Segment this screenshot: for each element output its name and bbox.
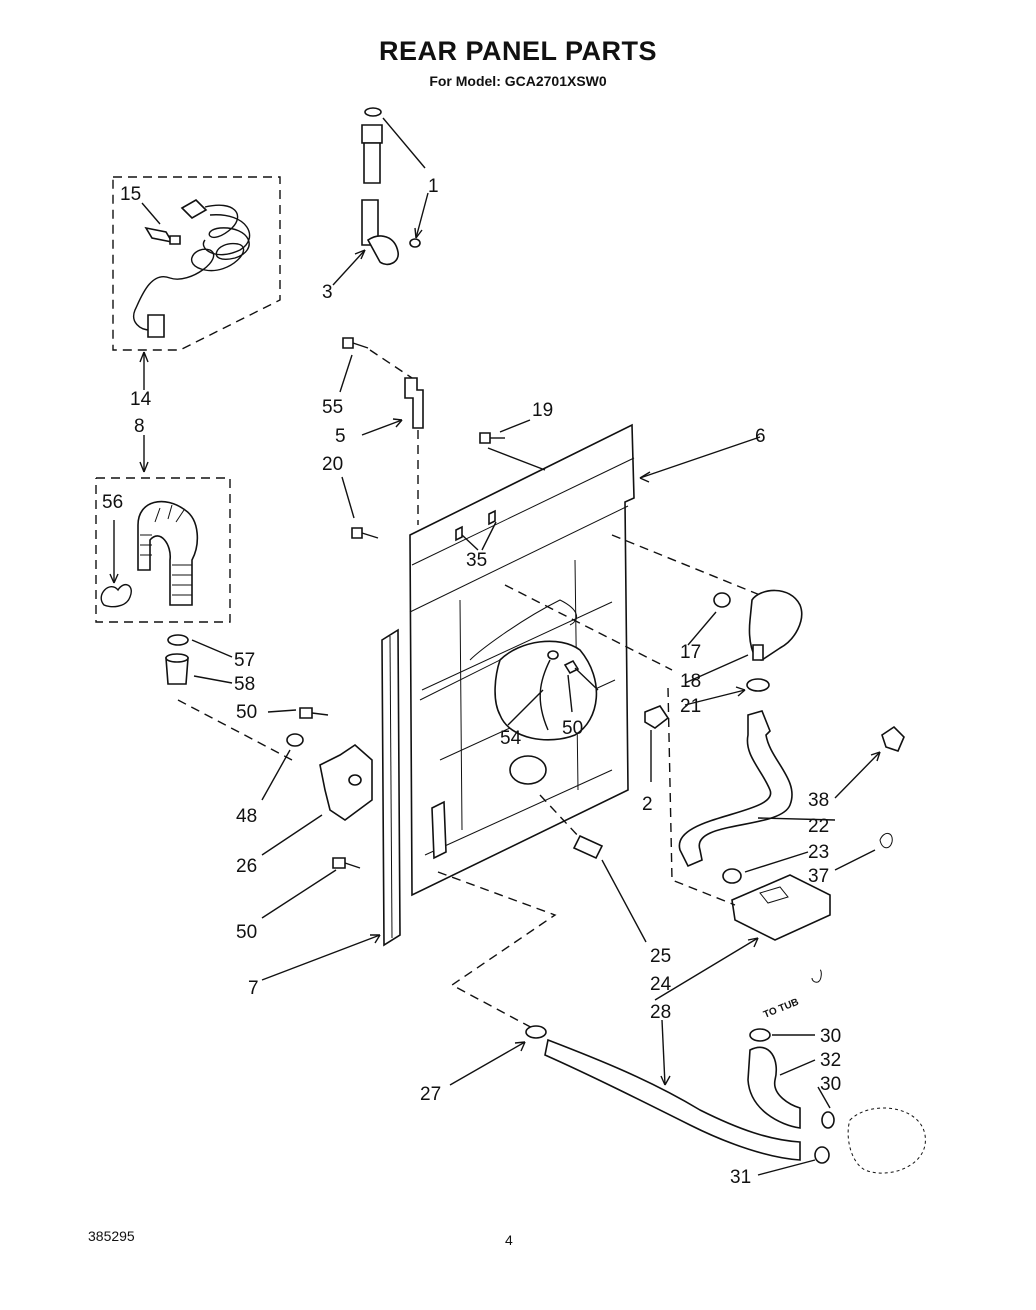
callout-25: 25 xyxy=(650,946,671,967)
callout-30-lower: 30 xyxy=(820,1074,841,1095)
callout-38: 38 xyxy=(808,790,829,811)
callout-31: 31 xyxy=(730,1167,751,1188)
callout-3: 3 xyxy=(322,282,333,303)
callout-28: 28 xyxy=(650,1002,671,1023)
callout-5: 5 xyxy=(335,426,346,447)
model-subtitle: For Model: GCA2701XSW0 xyxy=(429,73,607,89)
callout-50-center: 50 xyxy=(562,718,583,739)
callout-20: 20 xyxy=(322,454,343,475)
callout-57: 57 xyxy=(234,650,255,671)
bracket-screws xyxy=(339,337,531,539)
callout-14: 14 xyxy=(130,389,152,410)
callout-30-upper: 30 xyxy=(820,1026,841,1047)
callout-50-lower: 50 xyxy=(236,922,257,943)
callout-18-lower: 18 xyxy=(680,671,701,692)
callout-7: 7 xyxy=(248,978,259,999)
callout-22: 22 xyxy=(808,816,829,837)
callout-27: 27 xyxy=(420,1084,441,1105)
callout-8: 8 xyxy=(134,416,145,437)
inlet-hose-fitting xyxy=(332,107,429,286)
page-title: REAR PANEL PARTS xyxy=(378,36,658,66)
callout-23: 23 xyxy=(808,842,829,863)
tub-drain-hose-group xyxy=(437,871,926,1176)
side-trim-strip xyxy=(261,628,401,981)
callout-21: 21 xyxy=(680,696,701,717)
callout-56: 56 xyxy=(102,492,123,513)
callout-48: 48 xyxy=(236,806,257,827)
fill-hose-and-bracket xyxy=(654,687,905,1001)
callout-17: 17 xyxy=(680,642,701,663)
callout-32: 32 xyxy=(820,1050,841,1071)
interior-parts xyxy=(507,650,670,943)
callout-19: 19 xyxy=(532,400,553,421)
callout-58: 58 xyxy=(234,674,255,695)
callout-54: 54 xyxy=(500,728,522,749)
to-tub-note: TO TUB xyxy=(762,997,800,1021)
callout-6: 6 xyxy=(755,426,766,447)
callout-37: 37 xyxy=(808,866,829,887)
callout-15: 15 xyxy=(120,184,141,205)
callout-labels: 1 3 15 14 8 56 55 5 20 19 6 35 17 18 21 … xyxy=(102,176,841,1188)
power-cord-icon xyxy=(133,199,251,338)
callout-1: 1 xyxy=(428,176,439,197)
callout-2: 2 xyxy=(642,794,653,815)
callout-55: 55 xyxy=(322,397,343,418)
callout-50-upper: 50 xyxy=(236,702,257,723)
callout-24: 24 xyxy=(650,974,672,995)
drain-hose-kit xyxy=(95,435,231,623)
water-valve-group xyxy=(504,534,803,706)
callout-35: 35 xyxy=(466,550,487,571)
drain-coupling-parts xyxy=(165,634,373,919)
callout-26: 26 xyxy=(236,856,257,877)
cord-clamp-icon xyxy=(144,226,181,245)
power-cord-group xyxy=(112,176,281,390)
page-number: 4 xyxy=(505,1232,513,1248)
corrugated-hose-icon xyxy=(137,500,199,606)
document-number: 385295 xyxy=(88,1228,135,1244)
